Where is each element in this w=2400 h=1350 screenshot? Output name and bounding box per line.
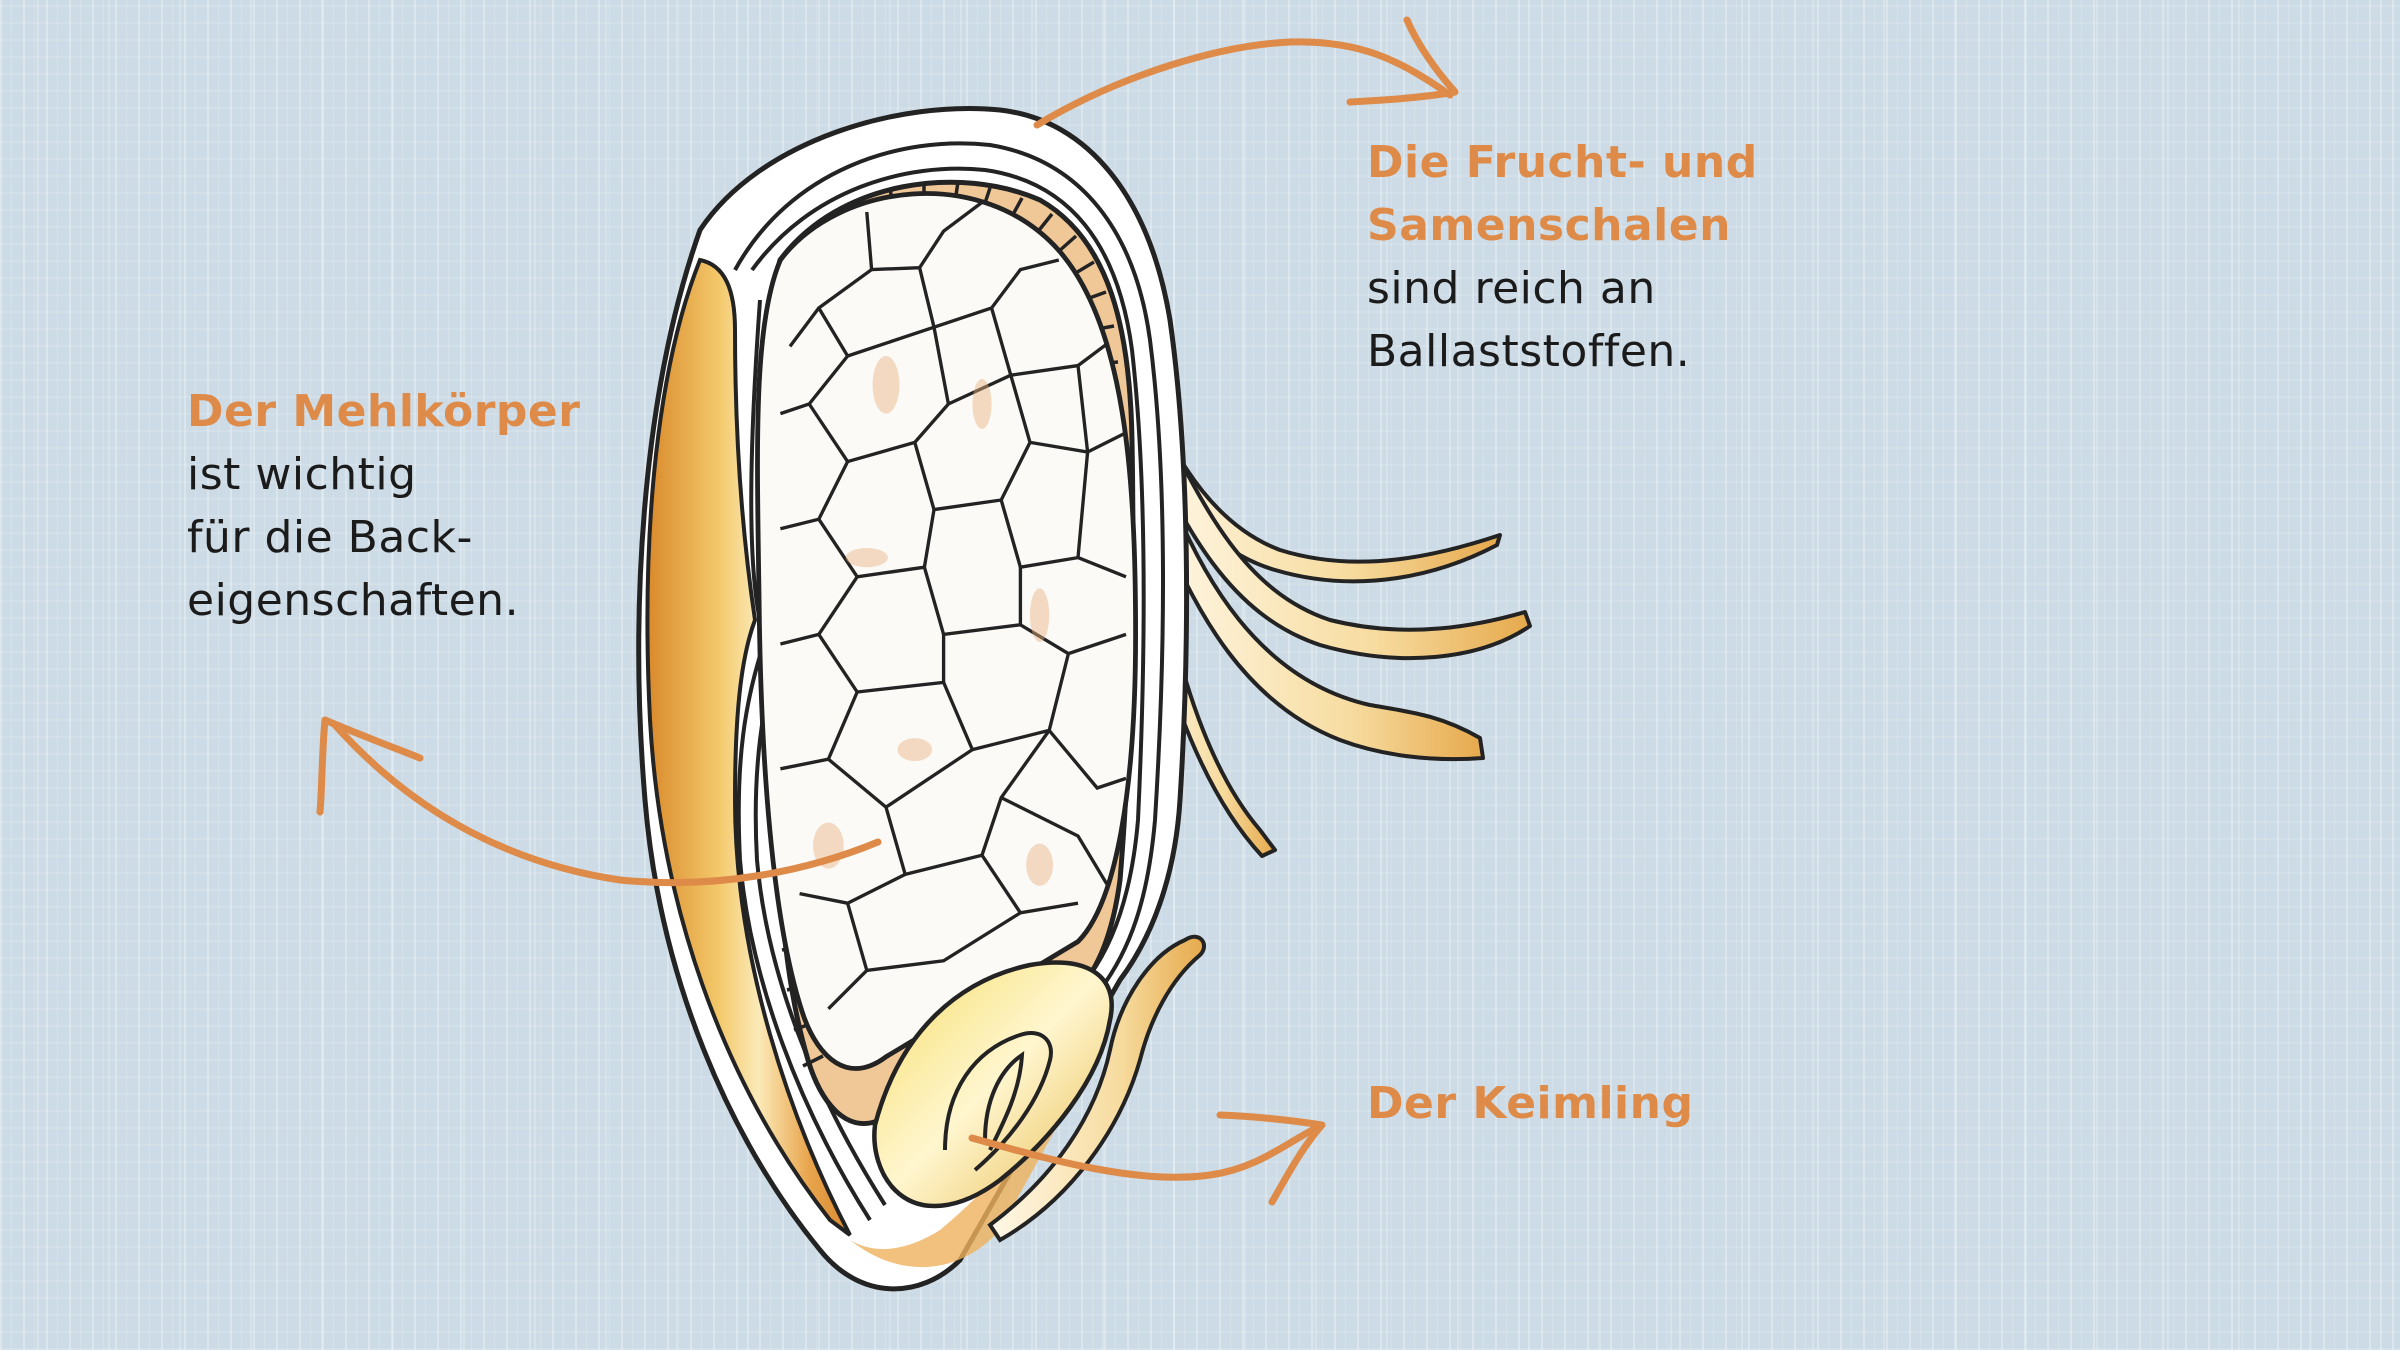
label-endosperm-body-line2: für die Back- xyxy=(187,512,473,563)
arrow-to-endosperm-icon xyxy=(316,716,882,887)
endosperm-cells xyxy=(755,191,1139,1071)
label-shells-title-line1: Die Frucht- und xyxy=(1367,137,1758,188)
label-endosperm: Der Mehlkörper ist wichtig für die Back-… xyxy=(187,380,580,632)
label-fruit-and-seed-shells: Die Frucht- und Samenschalen sind reich … xyxy=(1367,131,1758,383)
label-germ: Der Keimling xyxy=(1367,1072,1693,1135)
arrow-to-shells-icon xyxy=(1033,16,1459,129)
label-endosperm-body-line1: ist wichtig xyxy=(187,449,417,500)
label-endosperm-body-line3: eigenschaften. xyxy=(187,575,520,626)
germ-embryo xyxy=(872,934,1206,1243)
annotation-arrows xyxy=(316,16,1459,1206)
arrow-to-germ-icon xyxy=(968,1111,1326,1206)
label-endosperm-title: Der Mehlkörper xyxy=(187,386,581,437)
label-shells-title-line2: Samenschalen xyxy=(1367,200,1731,251)
label-shells-body-line1: sind reich an xyxy=(1367,263,1656,314)
label-germ-title: Der Keimling xyxy=(1367,1078,1694,1129)
label-shells-body-line2: Ballaststoffen. xyxy=(1367,326,1691,377)
